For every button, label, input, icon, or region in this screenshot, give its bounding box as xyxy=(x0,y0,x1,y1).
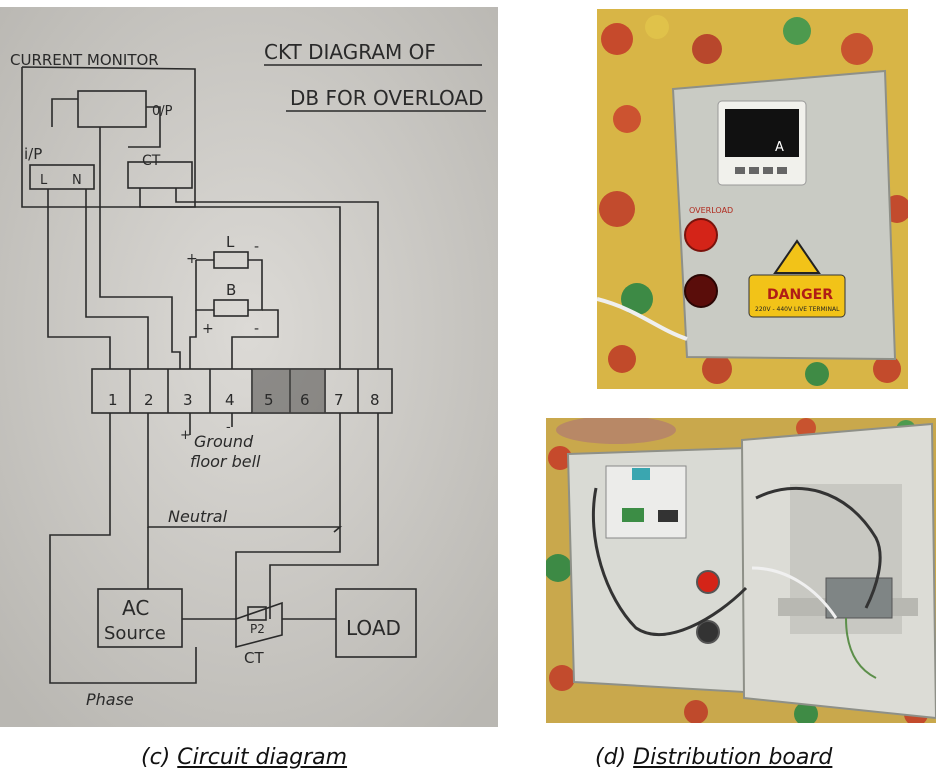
warning-triangle-icon xyxy=(773,239,821,274)
overload-label: OVERLOAD xyxy=(689,206,733,215)
output-label: 0/P xyxy=(152,104,173,119)
terminal-6: 6 xyxy=(300,391,310,409)
lamp-minus: - xyxy=(254,239,259,255)
caption-d-prefix: (d) xyxy=(595,745,634,770)
lamp-label: L xyxy=(226,233,235,251)
terminal-shading xyxy=(252,369,326,413)
input-label: i/P xyxy=(24,145,42,163)
circuit-diagram-sketch: CKT DIAGRAM OF DB FOR OVERLOAD CURRENT M… xyxy=(0,7,498,727)
terminal-3: 3 xyxy=(183,391,193,409)
circuit-diagram-drawing: CKT DIAGRAM OF DB FOR OVERLOAD CURRENT M… xyxy=(0,7,498,727)
bell-label: B xyxy=(226,281,236,299)
input-l-label: L xyxy=(40,173,48,188)
caption-d-label: Distribution board xyxy=(633,745,833,770)
meter-display xyxy=(725,109,799,157)
input-box xyxy=(29,164,95,190)
meter-unit: A xyxy=(775,140,784,155)
overload-lamp-rear xyxy=(696,570,720,594)
distribution-board-open-drawing xyxy=(546,418,936,723)
ground-bell-plus: + xyxy=(180,428,191,443)
distribution-board-closed-drawing: A OVERLOAD DANGER 220V - 440V LIVE TERMI… xyxy=(597,9,908,389)
p2-box xyxy=(247,606,267,621)
ground-bell-minus: - xyxy=(226,420,231,435)
paper-background xyxy=(0,7,498,727)
distribution-board-closed-photo: A OVERLOAD DANGER 220V - 440V LIVE TERMI… xyxy=(597,9,908,389)
terminal-7: 7 xyxy=(334,391,344,409)
caption-distribution-board: (d) Distribution board xyxy=(595,745,832,770)
ct-box xyxy=(127,161,193,189)
danger-sublabel: 220V - 440V LIVE TERMINAL xyxy=(755,306,840,313)
output-box xyxy=(77,90,147,128)
danger-label: DANGER xyxy=(767,287,833,303)
hand xyxy=(556,418,676,444)
neutral-label: Neutral xyxy=(168,507,228,526)
load-box xyxy=(335,588,417,658)
lamp-rear xyxy=(696,620,720,644)
wire-harness xyxy=(591,487,748,636)
indicator-lamp xyxy=(684,274,718,308)
overload-indicator-lamp xyxy=(684,218,718,252)
bell-symbol xyxy=(213,299,249,317)
bottom-ct-label: CT xyxy=(244,649,264,667)
cable xyxy=(597,297,688,341)
terminal-4: 4 xyxy=(225,391,235,409)
diagram-title-line1: CKT DIAGRAM OF xyxy=(264,40,436,64)
terminal-block xyxy=(91,368,393,414)
ground-label-line1: Ground xyxy=(194,432,254,451)
load-label: LOAD xyxy=(346,616,401,640)
diagram-title-line2: DB FOR OVERLOAD xyxy=(290,86,484,110)
bell-plus: + xyxy=(202,321,214,337)
lamp-plus: + xyxy=(186,251,198,267)
terminal-5: 5 xyxy=(264,391,274,409)
bell-minus: - xyxy=(254,321,259,337)
caption-c-prefix: (c) xyxy=(141,745,178,770)
danger-sticker xyxy=(748,274,846,318)
terminal-8: 8 xyxy=(370,391,380,409)
ground-label-line2: floor bell xyxy=(190,452,261,471)
terminal-block-photo xyxy=(825,577,893,619)
input-n-label: N xyxy=(72,173,82,188)
p2-label: P2 xyxy=(250,622,265,636)
ct-label: CT xyxy=(142,153,161,169)
ac-source-box xyxy=(97,588,183,648)
caption-circuit-diagram: (c) Circuit diagram xyxy=(141,745,347,770)
terminal-2: 2 xyxy=(144,391,154,409)
caption-c-label: Circuit diagram xyxy=(177,745,348,770)
distribution-board-open-photo xyxy=(546,418,936,723)
ac-source-label-line2: Source xyxy=(104,623,166,644)
ac-source-label-line1: AC xyxy=(122,596,149,620)
current-monitor-label: CURRENT MONITOR xyxy=(10,51,159,69)
phase-label: Phase xyxy=(86,690,134,709)
terminal-1: 1 xyxy=(108,391,118,409)
